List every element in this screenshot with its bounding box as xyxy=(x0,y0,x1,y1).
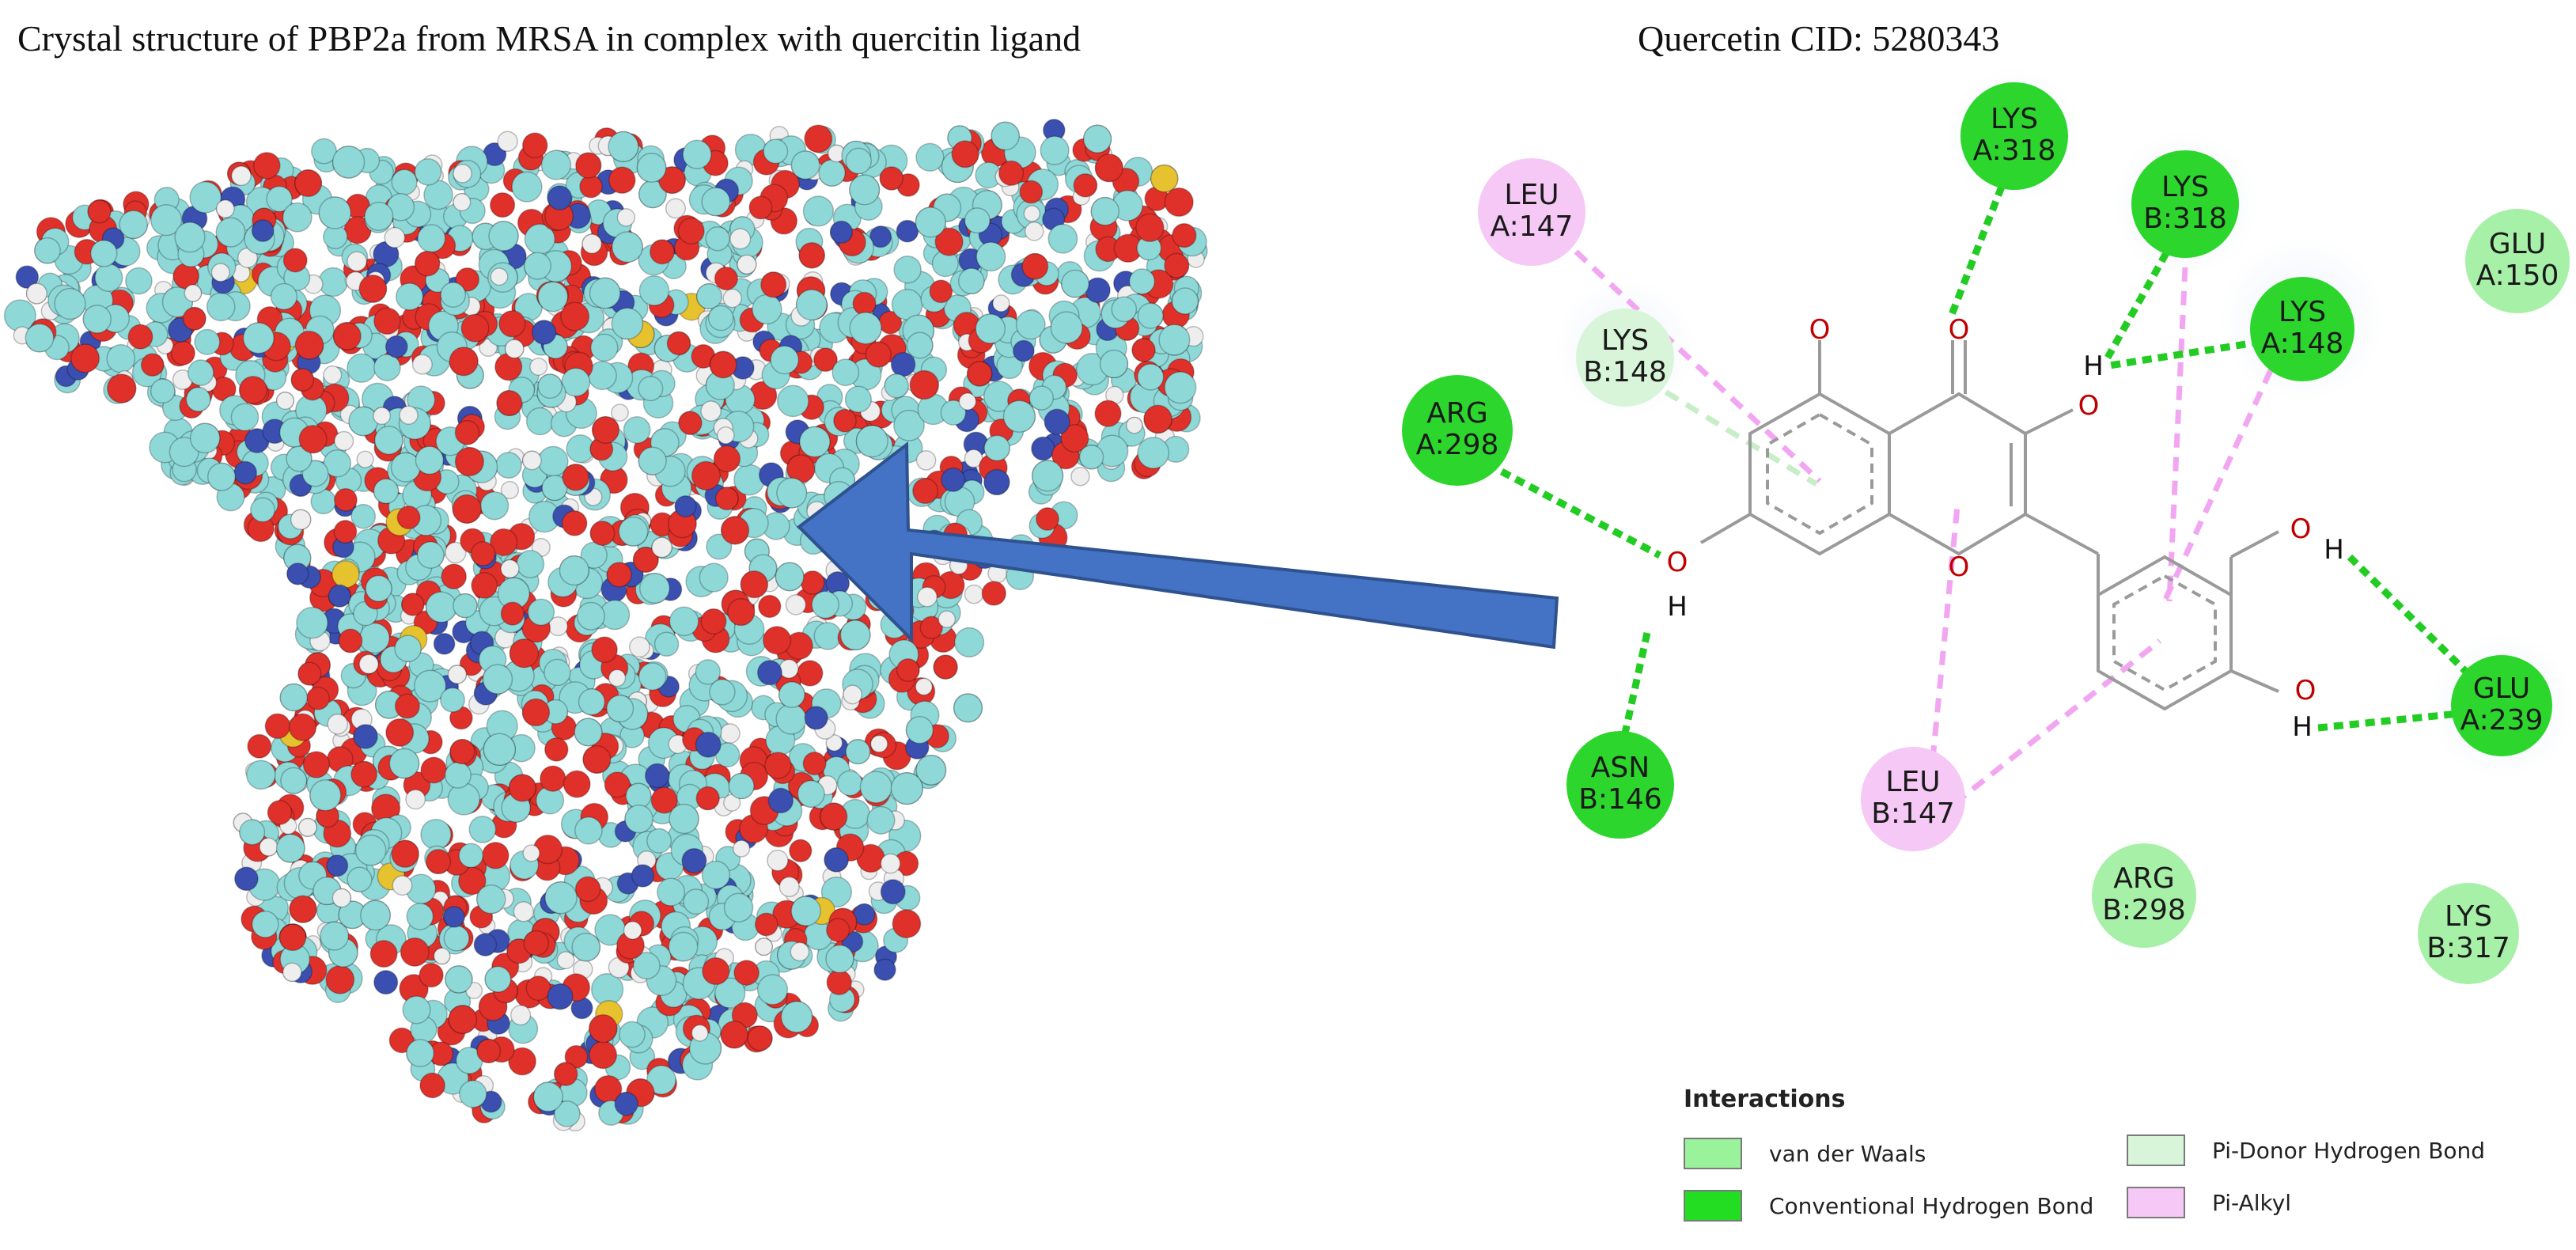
residue-asn-b146-id: B:146 xyxy=(1578,783,1662,816)
residue-lys-b318-id: B:318 xyxy=(2143,203,2227,235)
legend-swatch-pi-donor-hbond xyxy=(2127,1134,2185,1166)
residue-leu-b147-id: B:147 xyxy=(1871,797,1955,830)
atom-o-ring: O xyxy=(1949,551,1970,583)
legend-item-conventional-hbond: Conventional Hydrogen Bond xyxy=(1684,1190,2093,1222)
ligand-bond-c4p-oh xyxy=(2230,669,2279,693)
residue-glu-a150-id: A:150 xyxy=(2476,259,2559,292)
pi-alkyl-line-lys-b318 xyxy=(2166,267,2188,602)
ligand-title: Quercetin CID: 5280343 xyxy=(1638,18,2000,59)
quercetin-ligand xyxy=(1699,340,2279,711)
residue-glu-a239-id: A:239 xyxy=(2460,704,2544,737)
residue-lys-a148: LYS A:148 xyxy=(2250,277,2354,381)
legend-title: Interactions xyxy=(1684,1085,1846,1113)
residue-lys-b317-id: B:317 xyxy=(2426,932,2510,964)
residue-arg-b298: ARG B:298 xyxy=(2092,843,2196,948)
atom-o-c7: O xyxy=(1667,547,1688,578)
legend-swatch-conventional-hbond xyxy=(1684,1190,1742,1222)
ligand-ring-a-aromatic xyxy=(1766,412,1873,536)
hbond-glu-a239-a xyxy=(2347,554,2470,676)
residue-glu-a239-name: GLU xyxy=(2473,672,2531,705)
protein-atom xyxy=(373,969,399,995)
atom-o-c3p: O xyxy=(2290,513,2312,545)
pi-alkyl-line-leu-b147-a xyxy=(1927,506,1960,784)
ligand-ring-b xyxy=(2097,555,2233,711)
residue-glu-a150-name: GLU xyxy=(2489,228,2547,260)
hbond-asn-b146 xyxy=(1619,632,1651,741)
residue-glu-a150: GLU A:150 xyxy=(2465,209,2570,313)
residue-lys-b317-name: LYS xyxy=(2445,900,2492,933)
atom-o-c4: O xyxy=(1949,314,1970,346)
atom-h-c3p: H xyxy=(2324,534,2344,566)
residue-lys-b317: LYS B:317 xyxy=(2418,883,2519,984)
atom-h-c7: H xyxy=(1667,591,1688,623)
protein-atom xyxy=(419,962,444,988)
legend-swatch-pi-alkyl xyxy=(2127,1187,2185,1218)
interactions-legend: Interactions van der Waals Conventional … xyxy=(1684,1085,2554,1244)
residue-arg-a298-id: A:298 xyxy=(1416,429,1499,461)
pi-alkyl-line-leu-b147-b xyxy=(1952,638,2162,806)
residue-leu-b147: LEU B:147 xyxy=(1861,747,1965,851)
protein-atom xyxy=(489,191,516,218)
residue-halos xyxy=(1555,68,2574,778)
residue-asn-b146: ASN B:146 xyxy=(1566,731,1674,839)
residue-arg-a298-name: ARG xyxy=(1426,397,1488,430)
residue-arg-b298-name: ARG xyxy=(2113,862,2175,895)
residue-leu-a147-id: A:147 xyxy=(1491,210,1574,243)
ligand-bond-c7-oh xyxy=(1699,513,1752,544)
legend-label-pi-donor-hbond: Pi-Donor Hydrogen Bond xyxy=(2212,1137,2486,1164)
residue-leu-a147: LEU A:147 xyxy=(1478,158,1585,266)
ligand-ring-b-aromatic xyxy=(2112,574,2217,692)
residue-arg-a298: ARG A:298 xyxy=(1402,375,1513,486)
protein-atom xyxy=(789,839,813,863)
residue-lys-b318-name: LYS xyxy=(2161,171,2209,203)
ligand-bond-c3-oh xyxy=(2025,408,2074,435)
hbond-lys-b318 xyxy=(2104,251,2169,360)
residue-leu-b147-name: LEU xyxy=(1885,766,1940,798)
residue-leu-a147-name: LEU xyxy=(1504,179,1559,211)
residue-lys-a148-id: A:148 xyxy=(2261,328,2344,360)
legend-label-conventional-hbond: Conventional Hydrogen Bond xyxy=(1769,1192,2094,1219)
legend-item-van-der-waals: van der Waals xyxy=(1684,1138,1926,1169)
legend-item-pi-alkyl: Pi-Alkyl xyxy=(2127,1187,2291,1218)
residue-lys-b148: LYS B:148 xyxy=(1576,309,1674,407)
legend-item-pi-donor-hbond: Pi-Donor Hydrogen Bond xyxy=(2127,1134,2485,1166)
hbond-lys-a318 xyxy=(1947,185,2006,318)
ligand-atom-labels: O O O H O O H O H O H xyxy=(1667,314,2344,743)
residue-asn-b146-name: ASN xyxy=(1591,752,1650,784)
residue-arg-b298-id: B:298 xyxy=(2102,894,2186,926)
legend-swatch-van-der-waals xyxy=(1684,1138,1742,1169)
ligand-bond-c3p-oh xyxy=(2230,530,2279,559)
legend-label-pi-alkyl: Pi-Alkyl xyxy=(2212,1189,2292,1216)
atom-o-c4p: O xyxy=(2295,675,2317,706)
residue-lys-a318-name: LYS xyxy=(1991,103,2038,135)
atom-h-c4p: H xyxy=(2292,711,2313,743)
residue-glu-a239: GLU A:239 xyxy=(2451,655,2552,756)
protein-atom xyxy=(797,660,824,687)
atom-o-c5: O xyxy=(1809,314,1831,346)
residue-lys-b148-id: B:148 xyxy=(1583,356,1667,388)
ligand-ring-a xyxy=(1748,392,1891,556)
residue-lys-b148-name: LYS xyxy=(1601,324,1649,357)
residue-lys-a148-name: LYS xyxy=(2279,296,2326,328)
atom-o-c3: O xyxy=(2078,390,2100,422)
structure-title: Crystal structure of PBP2a from MRSA in … xyxy=(17,18,1082,59)
ligand-bond-c2-ring-b xyxy=(2025,513,2099,555)
ligand-ring-c xyxy=(1888,392,2027,556)
hbond-arg-a298 xyxy=(1499,468,1662,559)
residue-lys-b318: LYS B:318 xyxy=(2131,150,2239,258)
residue-lys-a318: LYS A:318 xyxy=(1960,82,2068,190)
residue-lys-a318-id: A:318 xyxy=(1973,134,2056,167)
atom-h-c3: H xyxy=(2083,350,2104,382)
legend-label-van-der-waals: van der Waals xyxy=(1769,1140,1926,1167)
